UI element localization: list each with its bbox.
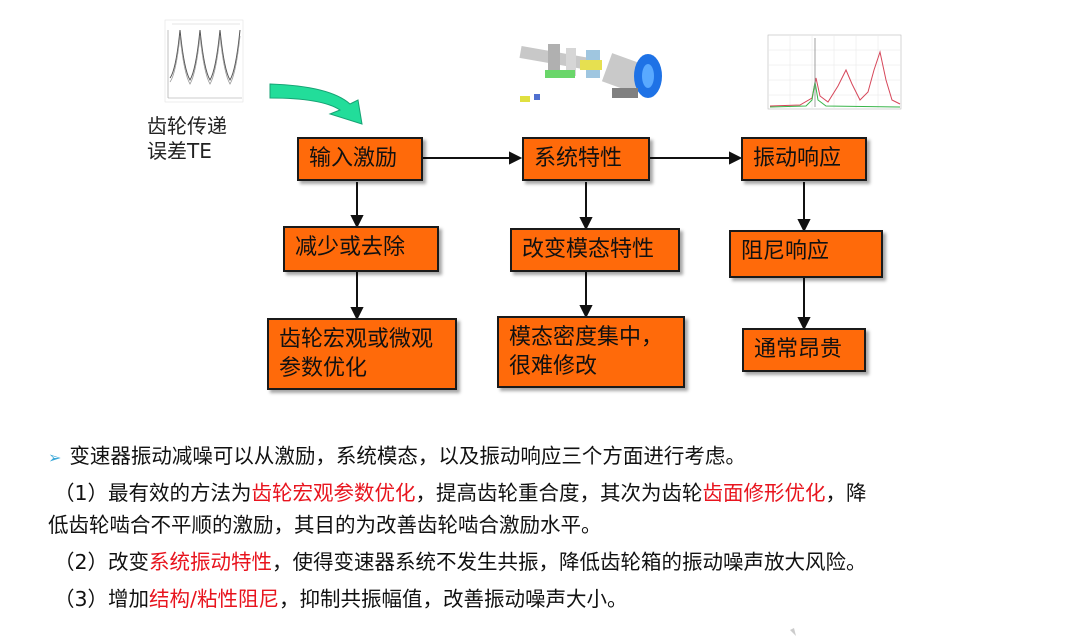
box-gear-optimization-line1: 齿轮宏观或微观	[279, 327, 434, 352]
intro-text: 变速器振动减噪可以从激励，系统模态，以及振动响应三个方面进行考虑。	[69, 444, 746, 468]
frequency-response-thumbnail	[767, 34, 902, 110]
box-damping-response: 阻尼响应	[729, 230, 883, 278]
box-vibration-response-label: 振动响应	[753, 146, 842, 171]
box-input-excitation-label: 输入激励	[309, 146, 398, 171]
box-reduce-or-remove: 减少或去除	[283, 226, 439, 272]
box-modal-density-line1: 模态密度集中，	[509, 325, 664, 350]
p2-part-b: ，使得变速器系统不发生共振，降低齿轮箱的振动噪声放大风险。	[272, 550, 867, 575]
box-vibration-response: 振动响应	[741, 137, 867, 181]
paragraph-3: （3）增加结构/粘性阻尼，抑制共振幅值，改善振动噪声大小。	[48, 585, 1068, 614]
p2-part-a: （2）改变	[54, 550, 150, 575]
te-label-line2: 误差TE	[147, 139, 212, 163]
p3-part-b: ，抑制共振幅值，改善振动噪声大小。	[278, 586, 628, 611]
box-damping-response-label: 阻尼响应	[741, 239, 830, 264]
te-label: 齿轮传递 误差TE	[147, 114, 227, 164]
box-reduce-or-remove-label: 减少或去除	[295, 235, 406, 260]
box-change-modal: 改变模态特性	[510, 228, 680, 272]
box-change-modal-label: 改变模态特性	[522, 237, 655, 262]
box-modal-density: 模态密度集中， 很难修改	[497, 316, 685, 388]
triangle-bullet-icon: ➢	[48, 448, 62, 467]
paragraph-2: （2）改变系统振动特性，使得变速器系统不发生共振，降低齿轮箱的振动噪声放大风险。	[48, 548, 1068, 577]
curved-green-arrow-icon	[269, 83, 363, 125]
box-usually-expensive: 通常昂贵	[742, 328, 866, 372]
p1-highlight-1: 齿轮宏观参数优化	[251, 480, 416, 505]
paragraph-1-line-2: 低齿轮啮合不平顺的激励，其目的为改善齿轮啮合激励水平。	[48, 511, 1068, 540]
p1-part-a: （1）最有效的方法为	[54, 480, 252, 505]
p3-part-a: （3）增加	[54, 586, 150, 611]
box-gear-optimization: 齿轮宏观或微观 参数优化	[267, 318, 457, 390]
box-system-characteristics: 系统特性	[522, 137, 650, 181]
connector-arrows	[350, 151, 811, 331]
p1-highlight-2: 齿面修形优化	[702, 480, 826, 505]
p1-line2: 低齿轮啮合不平顺的激励，其目的为改善齿轮啮合激励水平。	[48, 513, 602, 538]
intro-line: ➢ 变速器振动减噪可以从激励，系统模态，以及振动响应三个方面进行考虑。	[48, 442, 1068, 471]
box-modal-density-line2: 很难修改	[509, 353, 598, 379]
gearbox-model-thumbnail	[519, 44, 662, 102]
p1-part-b: ，提高齿轮重合度，其次为齿轮	[415, 480, 703, 505]
paragraph-1-line-1: （1）最有效的方法为齿轮宏观参数优化，提高齿轮重合度，其次为齿轮齿面修形优化，降	[48, 479, 1068, 508]
box-system-characteristics-label: 系统特性	[534, 146, 623, 171]
te-waveform-thumbnail	[164, 19, 244, 103]
decorative-mark	[790, 628, 796, 636]
p2-highlight: 系统振动特性	[149, 550, 273, 575]
box-input-excitation: 输入激励	[297, 137, 423, 181]
box-gear-optimization-line2: 参数优化	[279, 355, 368, 381]
box-usually-expensive-label: 通常昂贵	[754, 337, 843, 362]
body-text: ➢ 变速器振动减噪可以从激励，系统模态，以及振动响应三个方面进行考虑。 （1）最有…	[48, 442, 1068, 613]
te-label-line1: 齿轮传递	[147, 114, 227, 138]
p3-highlight: 结构/粘性阻尼	[149, 586, 279, 611]
p1-part-c: ，降	[825, 480, 867, 505]
